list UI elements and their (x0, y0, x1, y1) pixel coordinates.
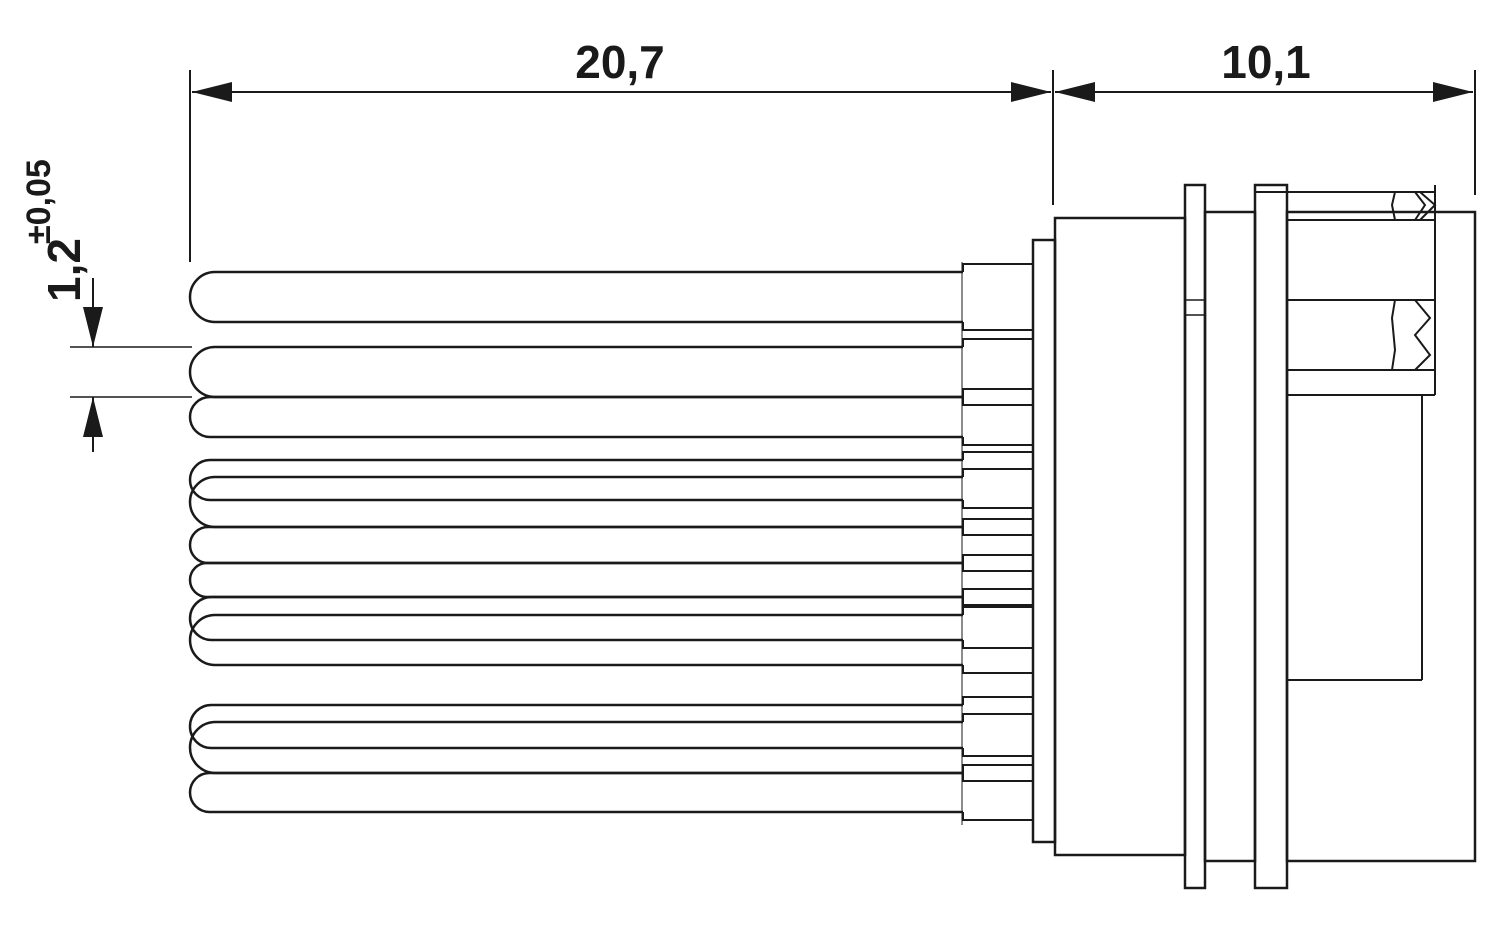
pin-diameter-tolerance: ±0,05 (20, 159, 58, 244)
housing-body (1053, 216, 1187, 857)
housing-mid (1203, 210, 1257, 863)
pin-shoulder (962, 554, 1033, 606)
dimension-pin-diameter: 1,2 ±0,05 (20, 159, 192, 452)
contact-pin (188, 595, 963, 642)
contact-pin (188, 771, 963, 814)
connector-housing (1031, 183, 1477, 890)
pin-shoulder (962, 713, 1033, 782)
housing-flange (1183, 183, 1207, 890)
dimension-housing-length: 10,1 (1055, 36, 1476, 195)
contact-pin (188, 475, 963, 529)
contact-pin (188, 345, 963, 399)
pin-diameter-label: 1,2 (38, 238, 90, 302)
pin-shoulder (962, 263, 1033, 331)
housing-back-step (1031, 238, 1057, 844)
contact-pin (188, 703, 963, 750)
pin-shoulder (962, 518, 1033, 572)
pin-shoulder (962, 588, 1033, 649)
contact-pin (188, 270, 963, 324)
pin-shoulder (962, 338, 1033, 406)
housing-front-ring (1253, 183, 1289, 890)
pin-shoulder (962, 468, 1033, 536)
contact-pins (188, 262, 1033, 825)
pin-shoulder (962, 388, 1033, 446)
housing-length-label: 10,1 (1221, 36, 1311, 88)
contact-pin (188, 561, 963, 599)
contact-pin (188, 525, 963, 565)
contact-pin (188, 395, 963, 439)
pin-shoulder (962, 696, 1033, 757)
pin-length-label: 20,7 (575, 36, 665, 88)
thread-detail-mid (1390, 299, 1432, 371)
thread-detail-top (1390, 191, 1437, 221)
contact-pin (188, 458, 963, 502)
pin-shoulder (962, 606, 1033, 674)
pin-shoulder (962, 764, 1033, 821)
contact-pin (188, 720, 963, 775)
housing-front-collar (1285, 210, 1477, 863)
pin-shoulder (962, 451, 1033, 509)
dimension-pin-length: 20,7 (189, 36, 1054, 262)
contact-pin (188, 613, 963, 667)
